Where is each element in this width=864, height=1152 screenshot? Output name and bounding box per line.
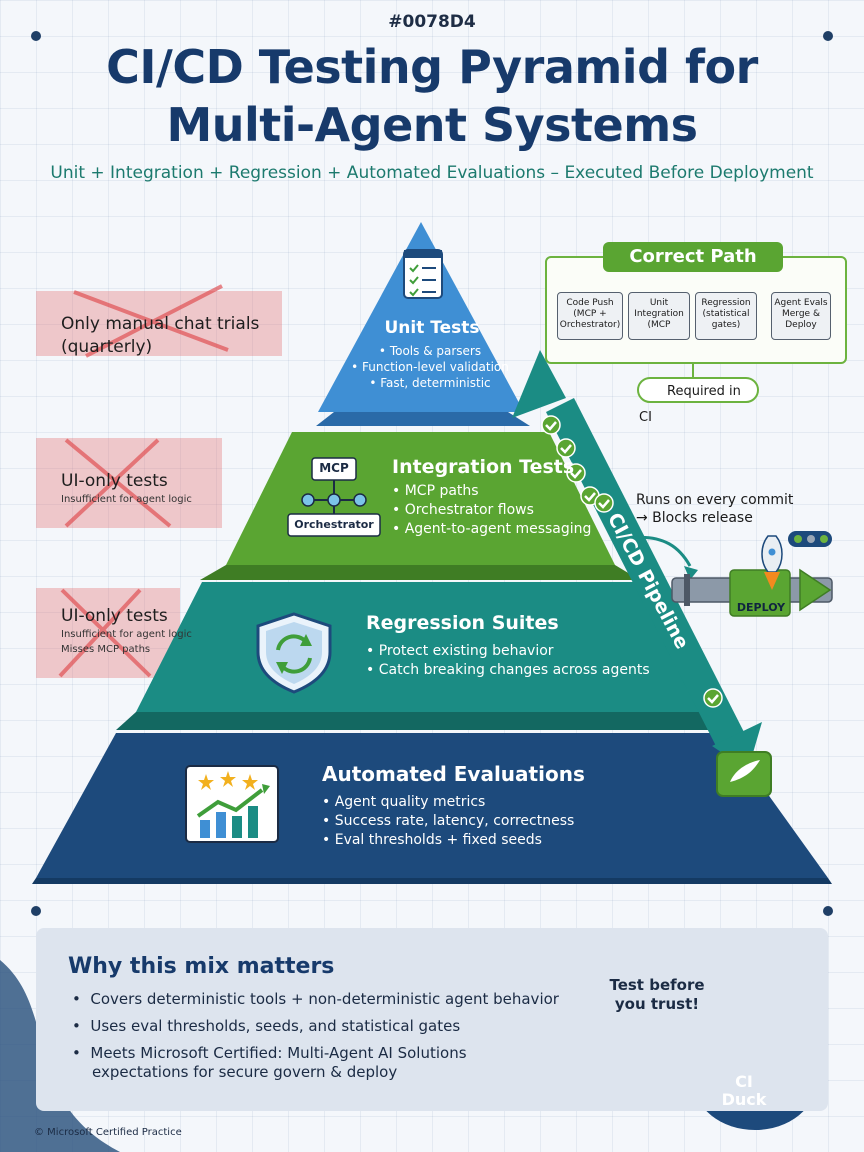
chart-stars-icon [185,765,279,843]
deploy-label: DEPLOY [736,601,786,614]
tier-unit-base [316,412,530,426]
evaluations-item: • Eval thresholds + fixed seeds [322,832,542,848]
cross-mark-2 [64,438,172,528]
note-arrow [629,535,692,567]
why-item-continuation: expectations for secure govern & deploy [92,1063,398,1081]
orchestrator-label: Orchestrator [294,518,374,531]
deploy-pipe-icon [671,568,833,617]
integration-item: • MCP paths [392,483,479,499]
pipeline-note: Runs on every commit → Blocks release [636,491,793,527]
why-item: • Meets Microsoft Certified: Multi-Agent… [72,1044,467,1062]
tier-unit-shape [318,222,524,412]
pipeline-check-icons [541,415,723,708]
pipeline-note-line-1: Runs on every commit [636,492,794,508]
hex-code: #0078D4 [388,12,476,32]
unit-item: • Tools & parsers [378,344,482,358]
evaluations-item: • Agent quality metrics [322,794,486,810]
network-icon [287,457,381,537]
integration-list: • MCP paths • Orchestrator flows • Agent… [392,482,592,539]
regression-item: • Protect existing behavior [366,643,554,659]
corner-dot [31,906,41,916]
cross-mark-1 [73,284,229,358]
deploy-box-icon [716,751,772,797]
cross-mark-3 [58,588,152,678]
antipattern-detail-3b: Misses MCP paths [61,644,151,655]
antipattern-label-1b: (quarterly) [61,337,153,357]
evaluations-title: Automated Evaluations [322,762,585,786]
evaluations-item: • Success rate, latency, correctness [322,813,575,829]
title-line-1: CI/CD Testing Pyramid for [106,40,758,94]
tier-integration-base [200,565,640,580]
pipeline-note-line-2: → Blocks release [636,510,753,526]
correct-path-heading: Correct Path [603,242,783,272]
page-title: CI/CD Testing Pyramid for Multi-Agent Sy… [0,38,864,154]
mcp-label: MCP [319,461,349,475]
corner-dot [31,31,41,41]
antipattern-detail-3a: Insufficient for agent logic [61,629,192,640]
required-badge: Required in CI [637,377,759,425]
title-line-2: Multi-Agent Systems [166,98,698,152]
note-arrowhead [684,566,698,580]
antipattern-detail-2: Insufficient for agent logic [61,494,192,505]
antipattern-label-2: UI-only tests [61,471,168,491]
rocket-icon [761,535,783,590]
regression-item: • Catch breaking changes across agents [366,662,650,678]
shield-refresh-icon [256,612,332,694]
corner-dot [823,31,833,41]
why-list: • Covers deterministic tools + non-deter… [72,990,582,1082]
status-dots-icon [788,531,832,547]
tier-regression-base [116,712,724,730]
why-panel [36,928,828,1111]
integration-item: • Orchestrator flows [392,502,534,518]
page-subtitle: Unit + Integration + Regression + Automa… [50,163,814,183]
unit-title: Unit Tests [384,318,480,338]
corner-dot [823,906,833,916]
footer-copyright: © Microsoft Certified Practice [34,1127,182,1138]
evaluations-list: • Agent quality metrics • Success rate, … [322,793,622,850]
flow-step: Code Push(MCP +Orchestrator) [557,292,623,340]
tier-evaluations-base [32,878,832,884]
regression-list: • Protect existing behavior • Catch brea… [366,642,666,680]
antipattern-label-1: Only manual chat trials [61,314,260,334]
unit-item: • Function-level validation [351,360,509,374]
integration-title: Integration Tests [392,456,575,478]
antipattern-box-2 [36,438,222,528]
regression-title: Regression Suites [366,612,559,634]
unit-list: • Tools & parsers • Function-level valid… [340,343,520,391]
check-marks [545,421,719,704]
integration-item: • Agent-to-agent messaging [392,521,592,537]
why-item: • Covers deterministic tools + non-deter… [72,990,559,1008]
unit-item: • Fast, deterministic [369,376,491,390]
why-item: • Uses eval thresholds, seeds, and stati… [72,1017,461,1035]
checklist-icon [403,249,443,299]
why-title: Why this mix matters [68,954,335,979]
wave-decoration [0,960,120,1152]
antipattern-label-3: UI-only tests [61,606,168,626]
